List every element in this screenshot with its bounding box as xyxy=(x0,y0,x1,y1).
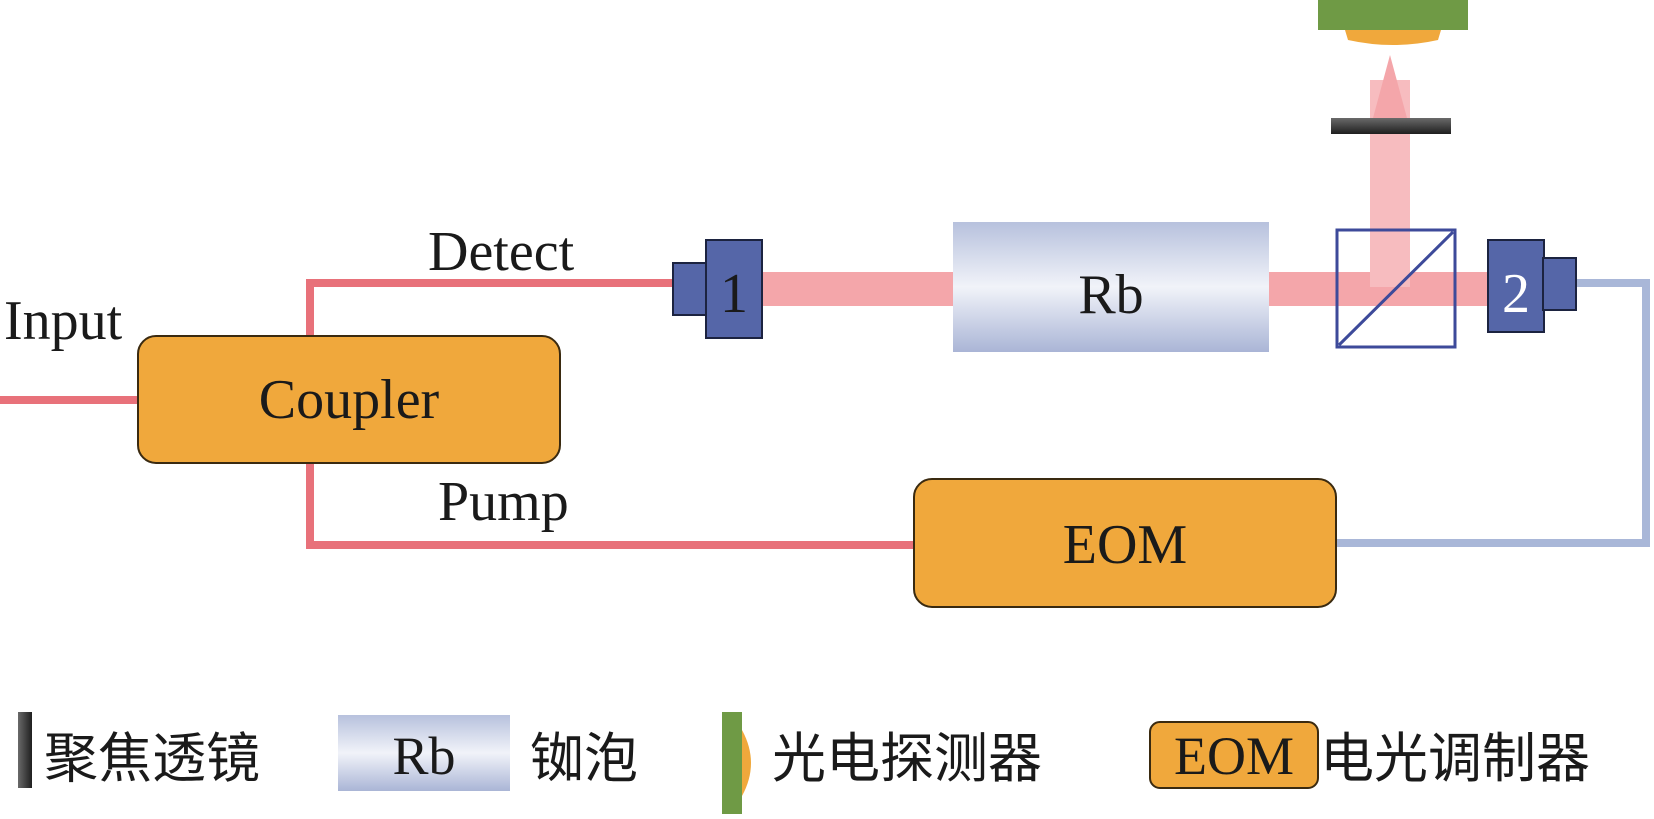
collimator-1: 1 xyxy=(672,239,763,339)
collimator-1-body xyxy=(705,239,763,339)
legend-detector-label: 光电探测器 xyxy=(772,729,1042,789)
focusing-lens xyxy=(1331,118,1451,134)
legend-detector-sensor xyxy=(742,730,751,796)
coupler-box xyxy=(137,335,561,464)
collimator-2: 2 xyxy=(1487,239,1577,333)
input-label: Input xyxy=(4,290,123,352)
photodetector-body xyxy=(1318,0,1468,30)
detect-label: Detect xyxy=(428,221,575,283)
legend-eom-label: 电光调制器 xyxy=(1320,729,1590,789)
beam-splitter xyxy=(1335,228,1457,349)
fiber-lines xyxy=(0,279,1650,549)
photodetector xyxy=(1318,0,1468,45)
legend-rb-swatch xyxy=(338,715,510,791)
legend-rb-swatch-label: Rb xyxy=(392,726,455,786)
focused-beam xyxy=(1373,55,1407,118)
beam-splitter-diagonal xyxy=(1337,230,1455,347)
collimator-2-back xyxy=(1542,257,1577,311)
eom-label: EOM xyxy=(1063,514,1187,576)
legend-rb-label: 铷泡 xyxy=(530,729,638,789)
rb-cell: Rb xyxy=(953,222,1269,352)
coupler: Coupler xyxy=(137,335,561,464)
detect-fiber xyxy=(306,279,673,336)
legend-eom-swatch xyxy=(1149,721,1319,789)
feedback-fiber xyxy=(1336,279,1650,547)
legend: 聚焦透镜 Rb 铷泡 光电探测器 EOM 电光调制器 xyxy=(18,712,1590,814)
legend-eom-swatch-label: EOM xyxy=(1174,726,1294,786)
coupler-label: Coupler xyxy=(259,369,440,431)
pump-label: Pump xyxy=(438,471,569,533)
collimator-2-body xyxy=(1487,239,1545,333)
collimator-1-label: 1 xyxy=(720,263,748,325)
rb-cell-body xyxy=(953,222,1269,352)
legend-lens-label: 聚焦透镜 xyxy=(44,729,260,789)
beam-splitter-cube xyxy=(1335,228,1457,349)
legend-detector-swatch xyxy=(722,712,742,814)
collimator-1-back xyxy=(672,262,708,316)
eom-box xyxy=(913,478,1337,608)
photodetector-sensor xyxy=(1345,30,1441,45)
legend-lens-swatch xyxy=(18,712,32,788)
collimator-2-label: 2 xyxy=(1502,263,1530,325)
rb-cell-label: Rb xyxy=(1078,264,1143,326)
pump-fiber xyxy=(306,463,914,549)
eom: EOM xyxy=(913,478,1337,608)
